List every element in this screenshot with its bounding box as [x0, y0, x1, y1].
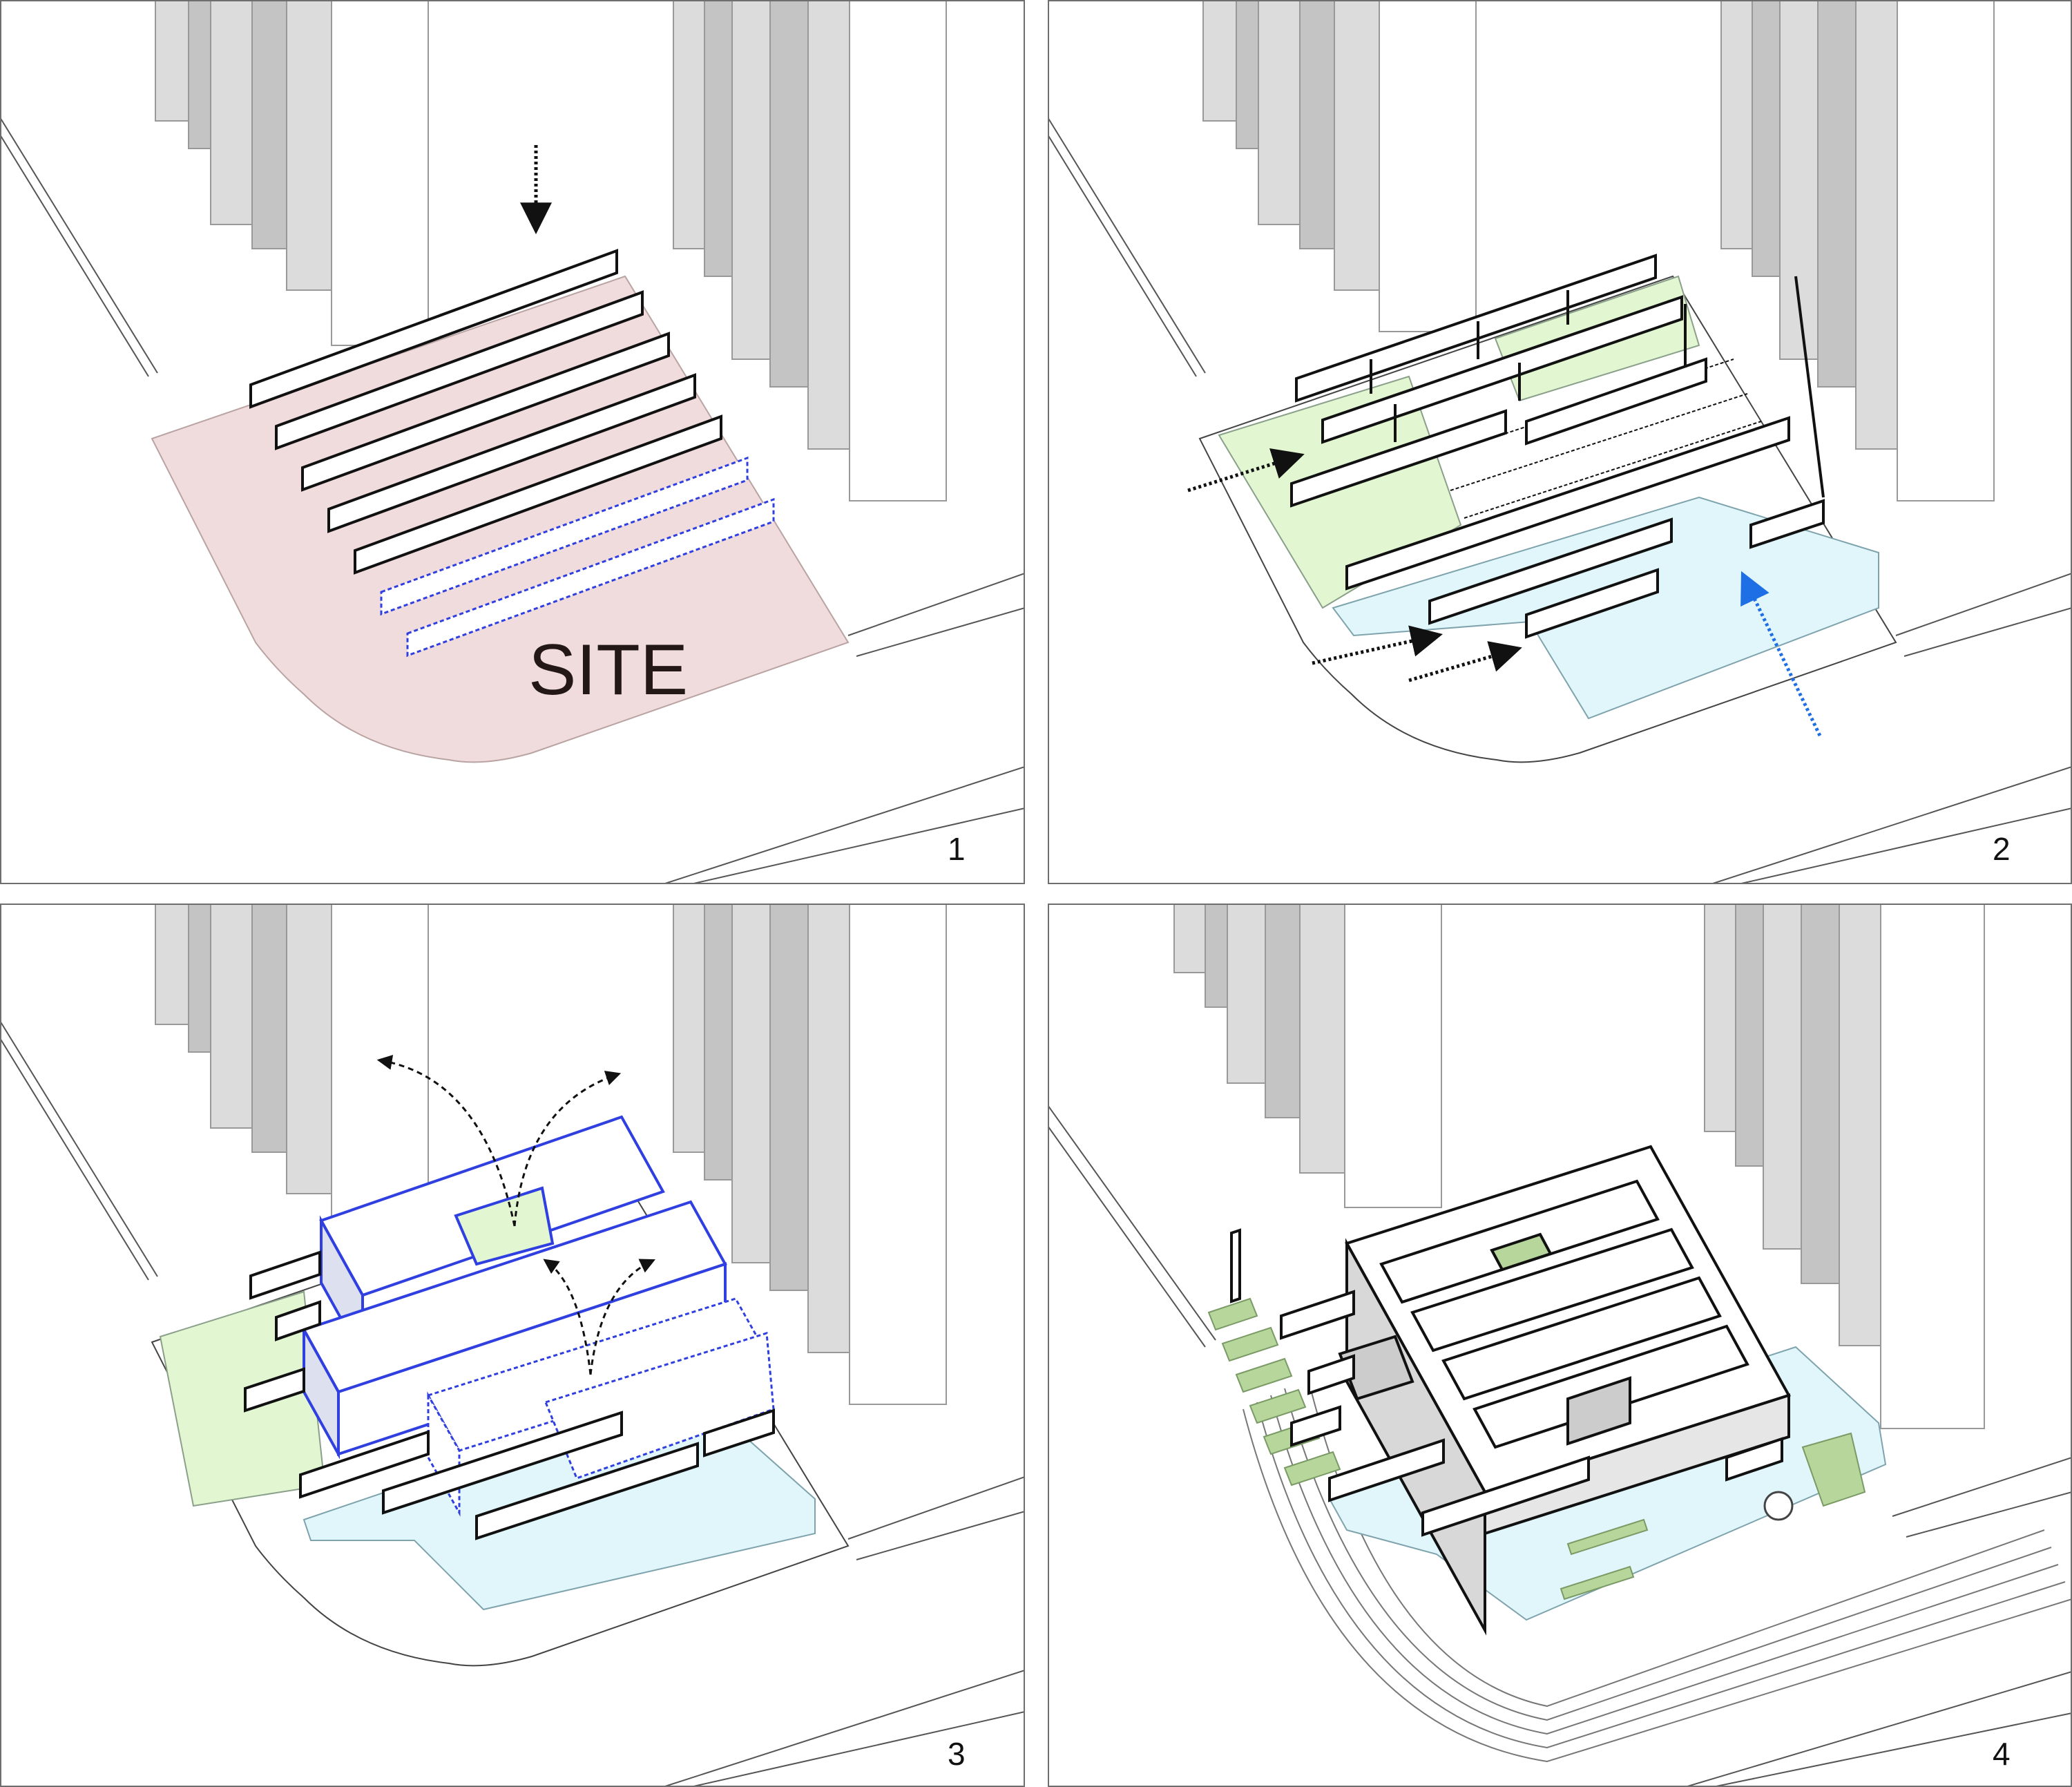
panel-frame [0, 0, 1025, 884]
tower-right [673, 904, 947, 1405]
slab-row [1230, 1228, 1783, 1537]
building-roof [1338, 1145, 1791, 1636]
panel-number: 2 [1993, 831, 2011, 867]
site-outline [1198, 275, 1897, 763]
street-lines [0, 117, 1025, 884]
arrow-right-icon [1408, 641, 1522, 682]
site-outline [151, 1178, 850, 1667]
arrow-up-icon [1740, 571, 1822, 737]
panel-4: 4 [1048, 904, 2072, 1787]
panel-2: 2 [1048, 0, 2072, 884]
slab-grid [1290, 254, 1825, 639]
slab-row-dashed [380, 456, 775, 658]
curved-arrow-icon [513, 1071, 622, 1227]
curved-arrow-icon [543, 1259, 592, 1375]
tower-left [155, 904, 429, 1236]
panel-frame [0, 904, 1025, 1787]
tower-left [1202, 0, 1477, 332]
tower-right [1720, 0, 1995, 501]
curved-arrow-icon [589, 1259, 655, 1375]
panel-number: 4 [1993, 1736, 2011, 1772]
tower-left [1173, 904, 1442, 1208]
panel-1: SITE 1 [0, 0, 1025, 884]
site-label: SITE [528, 630, 688, 710]
panel-number: 3 [948, 1736, 966, 1772]
curved-arrow-icon [376, 1055, 516, 1227]
garden-area [1218, 375, 1462, 609]
arrow-right-icon [1187, 448, 1305, 493]
street-lines [0, 1020, 1025, 1787]
panel-number: 1 [948, 831, 966, 867]
tower-right [1704, 904, 1985, 1429]
slab-row [244, 1250, 775, 1540]
street-lines [1048, 117, 2072, 884]
arrow-right-icon [1312, 625, 1443, 665]
lawn-strips [1207, 1297, 1866, 1600]
tower-left [155, 0, 429, 346]
round-pool [1763, 1491, 1794, 1521]
panel-frame [1048, 0, 2072, 884]
panel-frame [1048, 904, 2072, 1787]
street-lines [1048, 1105, 2072, 1787]
slab-row-solid [249, 249, 722, 575]
panel-3: 3 [0, 904, 1025, 1787]
tower-right [673, 0, 947, 501]
